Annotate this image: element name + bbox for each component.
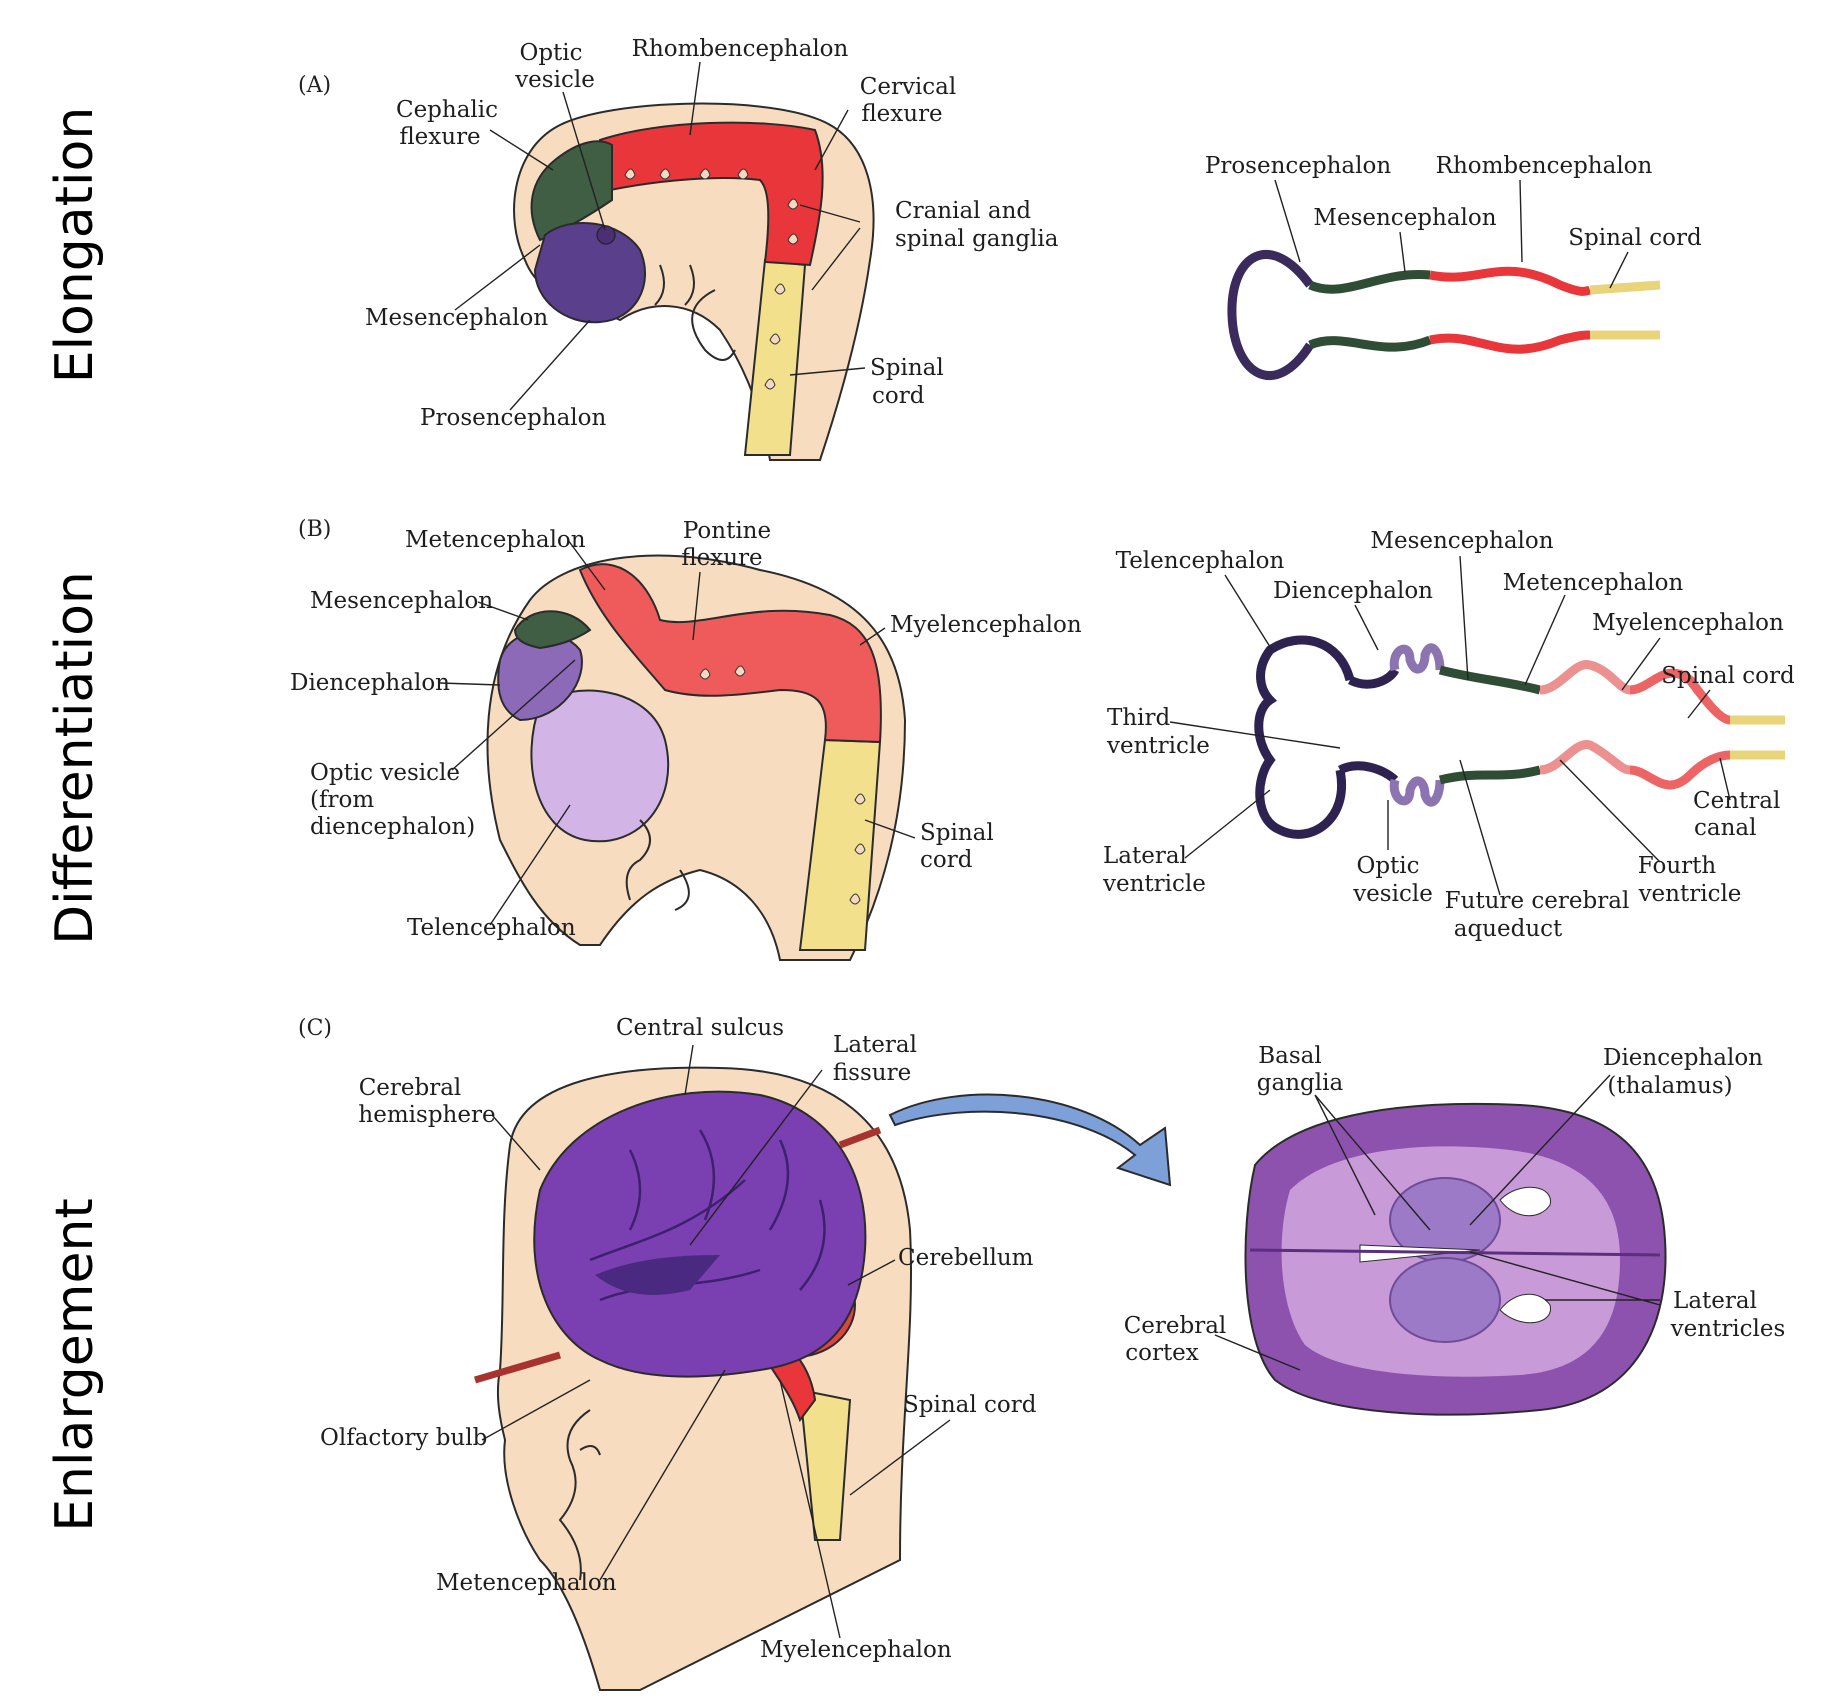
- label-spinal-cord: Spinal: [870, 355, 944, 381]
- label-b-telencephalon: Telencephalon: [407, 915, 576, 941]
- label-central-sulcus: Central sulcus: [616, 1015, 784, 1041]
- schematic-b-aqueduct: Future cerebral: [1445, 888, 1630, 914]
- label-prosencephalon: Prosencephalon: [420, 405, 606, 431]
- label-cerebral-hemisphere: Cerebral: [359, 1075, 462, 1101]
- schematic-b-fourth-ventricle: Fourth: [1638, 853, 1717, 879]
- label-b-myelencephalon: Myelencephalon: [890, 612, 1082, 638]
- label-c-myelencephalon: Myelencephalon: [760, 1637, 952, 1663]
- label-b-mesencephalon: Mesencephalon: [310, 588, 493, 614]
- section-basal-ganglia-2: ganglia: [1257, 1070, 1344, 1096]
- label-cervical-flexure-2: flexure: [861, 101, 942, 127]
- panel-a-tag: (A): [298, 73, 331, 98]
- panel-c-head: [474, 1066, 1172, 1691]
- section-lateral-ventricles: Lateral: [1673, 1288, 1757, 1314]
- label-b-optic-vesicle: Optic vesicle: [310, 760, 460, 786]
- panel-b-labels: Metencephalon Pontine flexure Mesencepha…: [290, 518, 1082, 941]
- label-c-metencephalon: Metencephalon: [436, 1570, 617, 1596]
- label-cephalic-flexure: Cephalic: [396, 97, 498, 123]
- panel-c-section: Basal ganglia Diencephalon (thalamus) La…: [1124, 1043, 1786, 1416]
- schematic-a-rhombencephalon: Rhombencephalon: [1436, 153, 1653, 179]
- label-pontine-flexure: Pontine: [683, 518, 771, 544]
- label-olfactory-bulb: Olfactory bulb: [320, 1425, 487, 1451]
- panel-b-embryo: [486, 554, 907, 961]
- schematic-b-mesencephalon: Mesencephalon: [1370, 528, 1553, 554]
- label-b-optic-vesicle-3: diencephalon): [310, 814, 475, 840]
- row-label-elongation: Elongation: [45, 107, 105, 384]
- label-spinal-cord-2: cord: [872, 383, 925, 409]
- label-cerebellum: Cerebellum: [898, 1245, 1034, 1271]
- schematic-b-central-canal: Central: [1693, 788, 1780, 814]
- schematic-b-myelencephalon: Myelencephalon: [1592, 610, 1784, 636]
- schematic-b-aqueduct-2: aqueduct: [1454, 916, 1563, 942]
- label-optic-vesicle-2: vesicle: [514, 67, 595, 93]
- label-rhombencephalon: Rhombencephalon: [632, 36, 849, 62]
- panel-c-tag: (C): [298, 1016, 332, 1041]
- section-lateral-ventricles-2: ventricles: [1670, 1316, 1786, 1342]
- schematic-b-metencephalon: Metencephalon: [1503, 570, 1684, 596]
- label-pontine-flexure-2: flexure: [681, 545, 762, 571]
- schematic-b-optic-vesicle-2: vesicle: [1352, 881, 1433, 907]
- label-cephalic-flexure-2: flexure: [399, 124, 480, 150]
- schematic-a-mesencephalon: Mesencephalon: [1313, 205, 1496, 231]
- label-b-spinal-cord: Spinal: [920, 820, 994, 846]
- schematic-b-third-ventricle: Third: [1107, 705, 1171, 731]
- label-cranial-ganglia: Cranial and: [895, 198, 1031, 224]
- section-basal-ganglia: Basal: [1258, 1043, 1322, 1069]
- schematic-a-spinal-cord: Spinal cord: [1568, 225, 1702, 251]
- panel-b-tag: (B): [298, 517, 331, 542]
- schematic-b: Telencephalon Mesencephalon Diencephalon…: [1102, 528, 1795, 942]
- schematic-b-diencephalon: Diencephalon: [1273, 578, 1433, 604]
- label-optic-vesicle: Optic: [519, 40, 582, 66]
- schematic-b-lateral-ventricle: Lateral: [1103, 843, 1187, 869]
- label-b-spinal-cord-2: cord: [920, 847, 973, 873]
- section-diencephalon: Diencephalon: [1603, 1045, 1763, 1071]
- panel-a-embryo: [513, 102, 875, 461]
- schematic-b-lateral-ventricle-2: ventricle: [1102, 871, 1206, 897]
- schematic-b-optic-vesicle: Optic: [1356, 853, 1419, 879]
- label-c-spinal-cord: Spinal cord: [903, 1392, 1037, 1418]
- row-label-enlargement: Enlargement: [45, 1198, 105, 1532]
- schematic-b-fourth-ventricle-2: ventricle: [1638, 881, 1742, 907]
- section-diencephalon-2: (thalamus): [1607, 1073, 1732, 1099]
- section-cerebral-cortex-2: cortex: [1125, 1340, 1199, 1366]
- label-b-optic-vesicle-2: (from: [310, 787, 374, 813]
- label-lateral-fissure: Lateral: [833, 1032, 917, 1058]
- panel-c-labels: Central sulcus Lateral fissure Cerebral …: [320, 1015, 1037, 1663]
- label-cerebral-hemisphere-2: hemisphere: [358, 1102, 495, 1128]
- schematic-b-third-ventricle-2: ventricle: [1106, 733, 1210, 759]
- schematic-b-telencephalon: Telencephalon: [1116, 548, 1285, 574]
- schematic-b-central-canal-2: canal: [1694, 815, 1756, 841]
- schematic-a: Prosencephalon Rhombencephalon Mesenceph…: [1205, 153, 1702, 380]
- label-cervical-flexure: Cervical: [860, 74, 957, 100]
- label-b-metencephalon: Metencephalon: [405, 527, 586, 553]
- panel-a-labels: Optic vesicle Rhombencephalon Cephalic f…: [365, 36, 1059, 431]
- schematic-a-prosencephalon: Prosencephalon: [1205, 153, 1391, 179]
- label-cranial-ganglia-2: spinal ganglia: [895, 226, 1059, 252]
- label-b-diencephalon: Diencephalon: [290, 670, 450, 696]
- row-label-differentiation: Differentiation: [45, 571, 105, 945]
- schematic-b-spinal-cord: Spinal cord: [1661, 663, 1795, 689]
- label-lateral-fissure-2: fissure: [833, 1060, 911, 1086]
- section-cerebral-cortex: Cerebral: [1124, 1313, 1227, 1339]
